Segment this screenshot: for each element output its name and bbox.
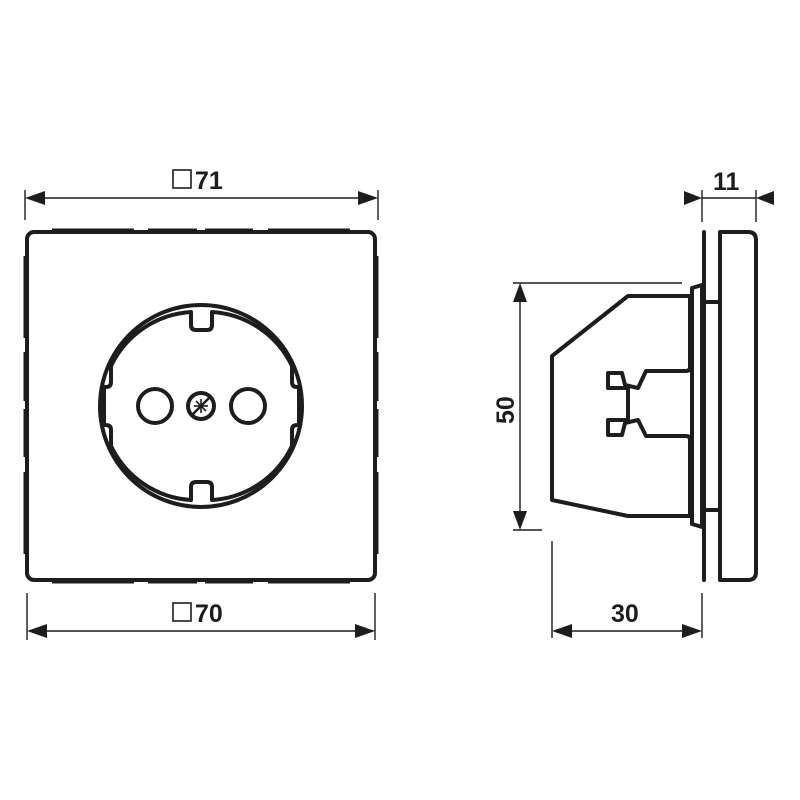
top-width-label: 71 bbox=[195, 167, 223, 195]
side-view: 11 50 30 bbox=[492, 168, 774, 638]
square-symbol-icon bbox=[172, 169, 192, 189]
top-width-dimension: 71 bbox=[24, 167, 379, 220]
pin-hole-right bbox=[229, 387, 267, 425]
plate-depth-dimension: 11 bbox=[684, 168, 774, 222]
socket-face bbox=[98, 303, 304, 509]
plate-depth-label: 11 bbox=[713, 168, 740, 196]
pin-hole-left bbox=[136, 387, 174, 425]
height-label: 50 bbox=[492, 396, 520, 424]
height-dimension: 50 bbox=[492, 282, 682, 531]
insert-depth-dimension: 30 bbox=[551, 541, 703, 638]
front-view: 71 bbox=[23, 167, 379, 640]
square-symbol-icon bbox=[172, 602, 192, 622]
insert-depth-label: 30 bbox=[611, 600, 639, 628]
screw-icon bbox=[186, 391, 216, 421]
bottom-width-dimension: 70 bbox=[26, 593, 376, 640]
bottom-width-label: 70 bbox=[195, 600, 223, 628]
cover-plate bbox=[23, 228, 379, 584]
